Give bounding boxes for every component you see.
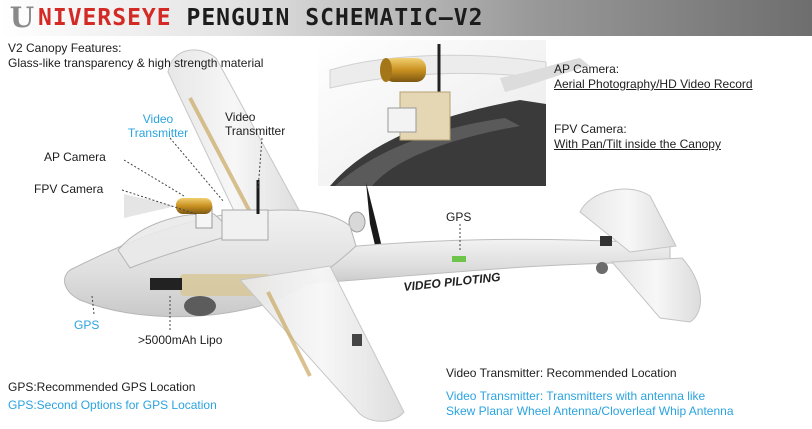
title-brand: NIVERSEYE — [38, 5, 172, 31]
vtx-antenna-note-2: Skew Planar Wheel Antenna/Cloverleaf Whi… — [446, 404, 734, 418]
fpv-camera-desc: With Pan/Tilt inside the Canopy — [554, 137, 721, 151]
leader-video-tx — [257, 137, 263, 191]
ap-camera-label: AP Camera — [44, 150, 106, 164]
ap-camera-desc: Aerial Photography/HD Video Record — [554, 77, 753, 91]
gps-nose-label: GPS — [74, 318, 100, 332]
tail-servo — [596, 262, 608, 274]
brand-logo: U — [9, 1, 35, 34]
title-model: PENGUIN SCHEMATIC—V2 — [171, 5, 484, 31]
inset-ap-camera — [384, 58, 426, 82]
leader-fpv-camera — [121, 189, 197, 215]
canopy-heading: V2 Canopy Features: — [8, 41, 122, 55]
leader-gps-nose — [91, 295, 95, 315]
lower-wing — [239, 265, 405, 422]
vtx-antenna-note-1: Video Transmitter: Transmitters with ant… — [446, 389, 706, 403]
video-tx-blue-label-1: Video — [142, 112, 174, 126]
leader-video-tx-blue — [169, 137, 225, 203]
page-title: NIVERSEYE PENGUIN SCHEMATIC—V2 — [38, 3, 483, 33]
camera-inset — [318, 40, 590, 186]
ap-camera-beam — [124, 194, 176, 218]
leader-ap-camera — [123, 159, 185, 197]
upper-wing — [167, 49, 301, 233]
battery-label: >5000mAh Lipo — [138, 333, 223, 347]
title-bar: U NIVERSEYE PENGUIN SCHEMATIC—V2 — [0, 0, 812, 36]
inset-ap-lens — [380, 58, 392, 82]
lower-tail-fin — [610, 257, 701, 323]
fpv-camera-label: FPV Camera — [34, 182, 104, 196]
fuselage-wheel — [184, 296, 216, 316]
wing-servo — [352, 334, 362, 346]
ap-camera-heading: AP Camera: — [554, 62, 620, 76]
inset-tail — [500, 58, 590, 92]
gps-second-note: GPS:Second Options for GPS Location — [8, 398, 217, 412]
video-tx-blue-label-2: Transmitter — [127, 126, 189, 140]
video-tx-label-2: Transmitter — [225, 124, 286, 138]
canopy-features: Glass-like transparency & high strength … — [8, 56, 264, 70]
gps-module — [452, 256, 466, 262]
fpv-camera-heading: FPV Camera: — [554, 122, 627, 136]
vtx-recommended-note: Video Transmitter: Recommended Location — [446, 366, 677, 380]
inset-fpv-camera — [387, 107, 417, 133]
battery-connector — [150, 278, 182, 290]
video-transmitter-box — [221, 209, 269, 241]
video-tx-label-1: Video — [225, 110, 256, 124]
lower-wing-spar — [266, 291, 312, 377]
tail-servo-top — [600, 236, 612, 246]
upper-tail-fin — [579, 188, 677, 253]
ap-camera-body — [176, 198, 212, 214]
propeller-hub — [348, 211, 366, 233]
gps-recommended-note: GPS:Recommended GPS Location — [8, 380, 196, 394]
inset-canopy-edge — [335, 118, 520, 186]
propeller — [366, 182, 384, 258]
gps-top-label: GPS — [446, 210, 472, 224]
